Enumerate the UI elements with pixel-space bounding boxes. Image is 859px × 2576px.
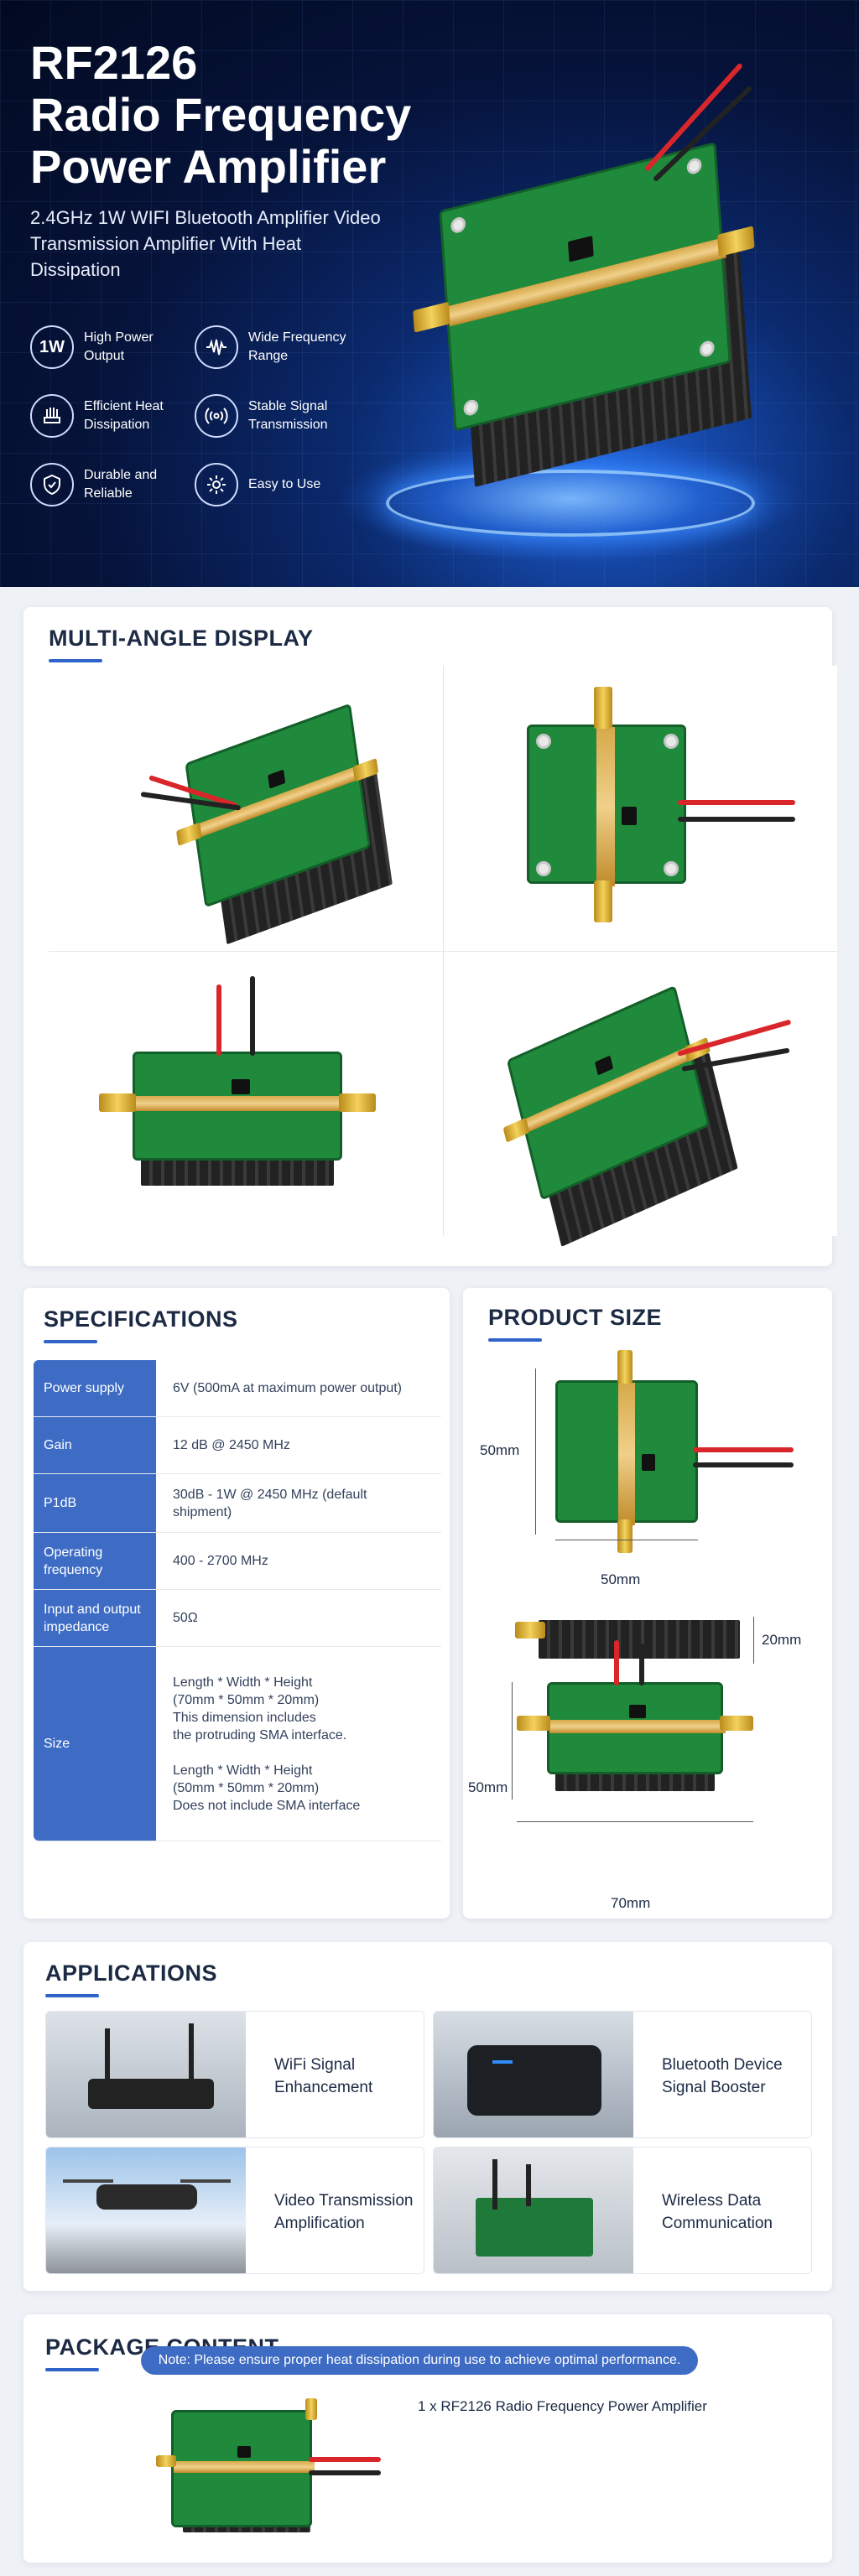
hero-banner: RF2126 Radio Frequency Power Amplifier 2… xyxy=(0,0,859,587)
spec-row: Power supply 6V (500mA at maximum power … xyxy=(34,1360,441,1417)
section-underline xyxy=(45,1994,99,1997)
product-size-section: PRODUCT SIZE 50mm 50mm 20mm 50mm 70mm xyxy=(463,1288,832,1919)
wireless-module-image xyxy=(434,2148,633,2273)
section-underline xyxy=(49,659,102,662)
gear-icon xyxy=(195,463,238,506)
applications-section: APPLICATIONS WiFi Signal Enhancement Blu… xyxy=(23,1942,832,2291)
section-title: MULTI-ANGLE DISPLAY xyxy=(49,626,314,651)
hero-title-line: Radio Frequency xyxy=(30,88,412,141)
spec-key: Size xyxy=(34,1647,156,1841)
wifi-router-image xyxy=(46,2012,246,2137)
drone-image xyxy=(46,2148,246,2273)
spec-row: Input and output impedance 50Ω xyxy=(34,1590,441,1647)
spec-row: Operating frequency 400 - 2700 MHz xyxy=(34,1533,441,1590)
section-underline xyxy=(488,1338,542,1342)
application-label: Video Transmission Amplification xyxy=(274,2192,414,2232)
1w-badge-icon: 1W xyxy=(30,325,74,369)
feature-label: Durable and Reliable xyxy=(84,468,158,501)
spec-key: Power supply xyxy=(34,1360,156,1416)
feature-item: Durable and Reliable xyxy=(30,463,190,506)
section-underline xyxy=(44,1340,97,1343)
spec-value: 400 - 2700 MHz xyxy=(156,1533,441,1589)
multi-angle-section: MULTI-ANGLE DISPLAY xyxy=(23,607,837,1266)
feature-item: Easy to Use xyxy=(195,463,354,506)
spec-table: Power supply 6V (500mA at maximum power … xyxy=(34,1360,441,1841)
grid-divider xyxy=(49,951,837,952)
section-title: SPECIFICATIONS xyxy=(44,1306,238,1332)
specifications-section: SPECIFICATIONS Power supply 6V (500mA at… xyxy=(23,1288,450,1919)
front-view-image xyxy=(547,1682,726,1774)
feature-list: 1W High Power Output Wide Frequency Rang… xyxy=(30,325,366,506)
package-product-image xyxy=(156,2398,381,2541)
hero-title: RF2126 Radio Frequency Power Amplifier xyxy=(30,37,411,193)
feature-label: Wide Frequency Range xyxy=(248,330,346,363)
top-view-image xyxy=(555,1380,698,1525)
application-card-wifi: WiFi Signal Enhancement xyxy=(45,2011,424,2138)
angle-view-1 xyxy=(49,666,443,951)
section-underline xyxy=(45,2368,99,2371)
application-label: Bluetooth Device Signal Booster xyxy=(662,2056,783,2096)
application-card-data: Wireless Data Communication xyxy=(433,2147,812,2274)
feature-label: Stable Signal Transmission xyxy=(248,399,328,432)
dimension-label: 50mm xyxy=(601,1571,641,1587)
application-card-video: Video Transmission Amplification xyxy=(45,2147,424,2274)
bluetooth-speaker-image xyxy=(434,2012,633,2137)
spec-key: Operating frequency xyxy=(34,1533,156,1589)
spec-value: 30dB - 1W @ 2450 MHz (default shipment) xyxy=(156,1474,441,1532)
usage-note-banner: Note: Please ensure proper heat dissipat… xyxy=(141,2346,698,2375)
waveform-icon xyxy=(195,325,238,369)
spec-row: P1dB 30dB - 1W @ 2450 MHz (default shipm… xyxy=(34,1474,441,1533)
spec-value: 50Ω xyxy=(156,1590,441,1646)
hero-title-line: RF2126 xyxy=(30,36,198,89)
section-title: PRODUCT SIZE xyxy=(488,1305,663,1330)
spec-value: Length * Width * Height (70mm * 50mm * 2… xyxy=(156,1647,441,1841)
feature-item: Stable Signal Transmission xyxy=(195,394,354,438)
heat-dissipation-icon xyxy=(30,394,74,438)
spec-value: 12 dB @ 2450 MHz xyxy=(156,1417,441,1473)
dimension-label: 50mm xyxy=(468,1779,508,1795)
feature-item: Wide Frequency Range xyxy=(195,325,354,369)
application-card-bluetooth: Bluetooth Device Signal Booster xyxy=(433,2011,812,2138)
dimension-label: 70mm xyxy=(611,1895,651,1911)
feature-label: Easy to Use xyxy=(248,477,321,491)
section-title: APPLICATIONS xyxy=(45,1961,218,1986)
dimension-label: 50mm xyxy=(480,1442,520,1458)
feature-item: Efficient Heat Dissipation xyxy=(30,394,190,438)
package-item-text: 1 x RF2126 Radio Frequency Power Amplifi… xyxy=(418,2398,707,2414)
spec-row: Gain 12 dB @ 2450 MHz xyxy=(34,1417,441,1474)
spec-key: Input and output impedance xyxy=(34,1590,156,1646)
dimension-label: 20mm xyxy=(762,1632,802,1648)
angle-view-4 xyxy=(443,951,837,1247)
spec-key: P1dB xyxy=(34,1474,156,1532)
pedestal-ring xyxy=(386,470,755,537)
shield-check-icon xyxy=(30,463,74,506)
spec-value: 6V (500mA at maximum power output) xyxy=(156,1360,441,1416)
hero-subtitle: 2.4GHz 1W WIFI Bluetooth Amplifier Video… xyxy=(30,207,381,280)
application-label: Wireless Data Communication xyxy=(662,2192,773,2232)
feature-label: Efficient Heat Dissipation xyxy=(84,399,164,432)
feature-item: 1W High Power Output xyxy=(30,325,190,369)
feature-label: High Power Output xyxy=(84,330,154,363)
signal-broadcast-icon xyxy=(195,394,238,438)
angle-view-2 xyxy=(443,666,837,951)
application-label: WiFi Signal Enhancement xyxy=(274,2056,373,2096)
hero-title-line: Power Amplifier xyxy=(30,140,387,193)
spec-row: Size Length * Width * Height (70mm * 50m… xyxy=(34,1647,441,1841)
angle-view-3 xyxy=(49,951,443,1236)
multi-angle-grid xyxy=(49,666,837,1247)
spec-key: Gain xyxy=(34,1417,156,1473)
